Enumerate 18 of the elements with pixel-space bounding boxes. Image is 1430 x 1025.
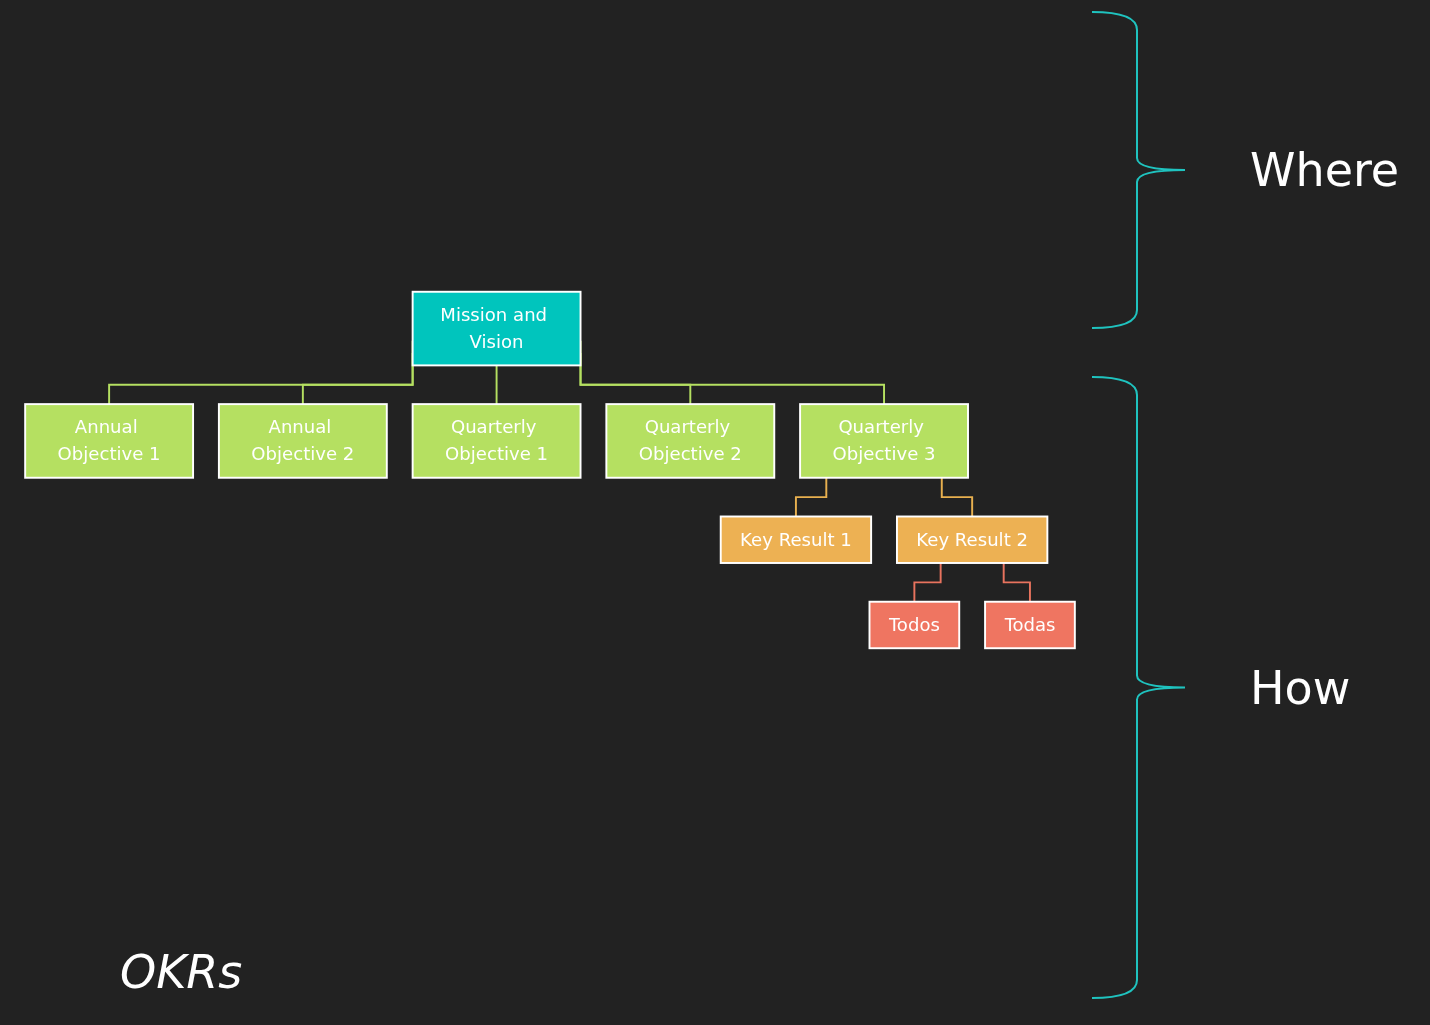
bracket-label: Where <box>1250 143 1400 197</box>
bracket-label: How <box>1250 660 1351 715</box>
node-box: Todos <box>868 600 961 650</box>
node-box: Todas <box>984 600 1076 650</box>
node-box: Annual Objective 2 <box>217 403 388 479</box>
node-box: Quarterly Objective 3 <box>799 403 969 479</box>
connector <box>913 562 942 603</box>
node-box: Quarterly Objective 2 <box>605 403 776 479</box>
connector <box>495 364 498 406</box>
connector <box>1002 562 1031 603</box>
connector <box>940 476 974 518</box>
node-box: Mission and Vision <box>411 290 582 367</box>
node-box: Key Result 2 <box>896 515 1049 564</box>
node-box: Annual Objective 1 <box>24 403 195 479</box>
caption: OKRs <box>120 945 243 999</box>
node-box: Key Result 1 <box>719 515 873 564</box>
connector <box>794 476 828 518</box>
node-box: Quarterly Objective 1 <box>411 403 582 479</box>
